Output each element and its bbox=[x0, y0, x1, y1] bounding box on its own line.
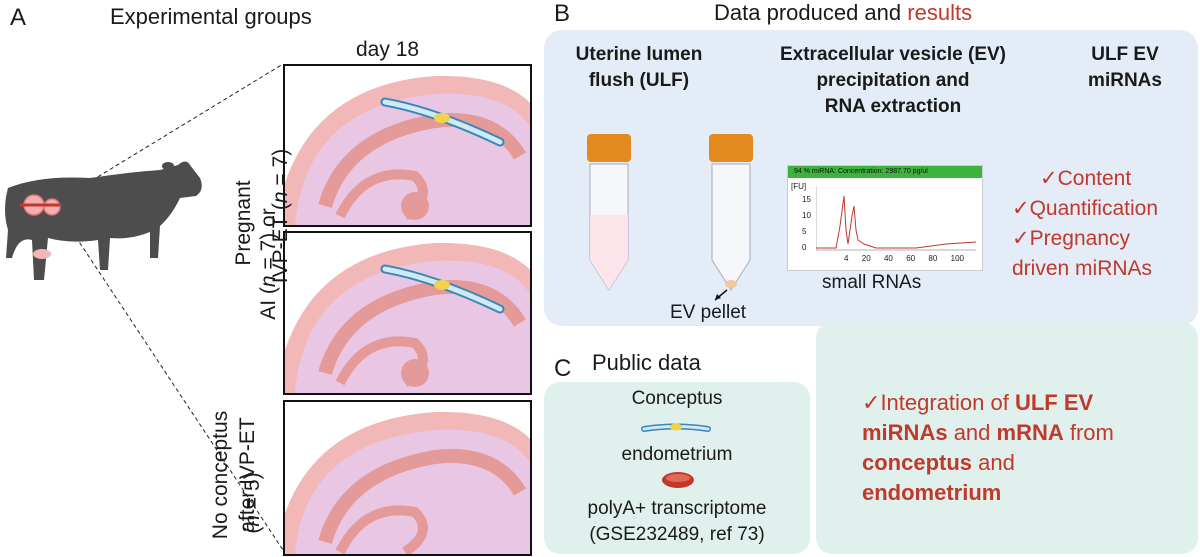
conceptus-icon bbox=[641, 423, 711, 432]
bioanalyzer-header: 94 % miRNA: Concentration: 2987.70 pg/ul bbox=[788, 166, 982, 178]
small-rnas-label: small RNAs bbox=[822, 272, 922, 293]
group-label-pregnant: Pregnant bbox=[232, 180, 255, 266]
result-pregnancy-driven: driven miRNAs bbox=[1012, 257, 1153, 280]
panel-b-title: Data produced and results bbox=[714, 0, 973, 25]
panel-c-public-background bbox=[544, 382, 810, 554]
endometrium-label: endometrium bbox=[621, 444, 733, 465]
uterus-pregnant-ai bbox=[283, 231, 532, 395]
group-label-no-conceptus: No conceptus bbox=[209, 410, 232, 540]
panel-a-letter: A bbox=[10, 4, 27, 31]
panel-c-title: Public data bbox=[592, 350, 701, 375]
bioanalyzer-trace bbox=[816, 186, 977, 251]
bioanalyzer-ylabel: [FU] bbox=[791, 182, 807, 191]
group-label-n5: (n = 5) bbox=[241, 472, 264, 534]
panel-c-letter: C bbox=[554, 355, 572, 382]
result-pregnancy: ✓Pregnancy bbox=[1012, 227, 1130, 250]
conceptus-label: Conceptus bbox=[631, 388, 723, 409]
uterus-pregnant-ivp bbox=[283, 64, 532, 227]
result-quantification: ✓Quantification bbox=[1012, 197, 1159, 220]
day-label: day 18 bbox=[356, 38, 420, 61]
endometrium-icon bbox=[662, 472, 694, 488]
bioanalyzer-plot: 94 % miRNA: Concentration: 2987.70 pg/ul… bbox=[787, 165, 983, 271]
panel-b-letter: B bbox=[554, 0, 571, 27]
integration-text: ✓Integration of ULF EV miRNAs and mRNA f… bbox=[862, 390, 1114, 505]
ev-pellet-label: EV pellet bbox=[670, 302, 747, 323]
transcriptome-label: polyA+ transcriptome(GSE232489, ref 73) bbox=[587, 498, 767, 545]
result-content: ✓Content bbox=[1040, 167, 1132, 190]
group-label-ai-line: AI (n = 7) or bbox=[257, 208, 280, 320]
uterus-no-conceptus bbox=[283, 400, 532, 556]
panel-c-integration-background bbox=[816, 322, 1198, 554]
results-list: ✓Content ✓Quantification ✓Pregnancy driv… bbox=[1010, 164, 1198, 284]
ev-heading: Extracellular vesicle (EV)precipitation … bbox=[779, 44, 1006, 117]
tubes-illustration bbox=[587, 134, 753, 301]
cow-illustration bbox=[5, 63, 284, 551]
panel-a-title: Experimental groups bbox=[110, 4, 312, 29]
